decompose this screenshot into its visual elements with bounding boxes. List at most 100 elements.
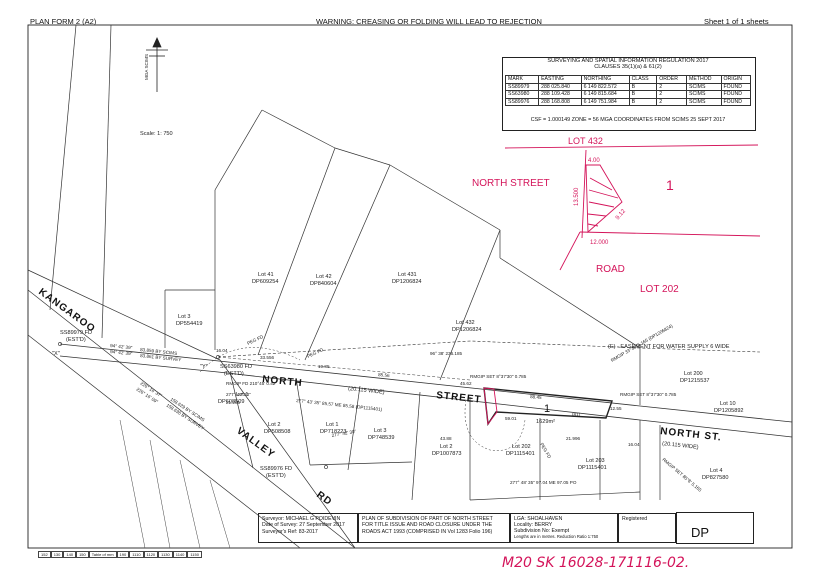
svg-text:DP1206824: DP1206824 xyxy=(452,327,482,333)
dist-8556: 85.56 xyxy=(378,372,390,378)
plan-frame xyxy=(27,24,793,549)
svg-text:DP1206824: DP1206824 xyxy=(392,279,422,285)
svg-text:Lot 203: Lot 203 xyxy=(586,458,605,464)
dist-3556: 33.556 xyxy=(260,355,274,360)
point-y-label: "Y" xyxy=(200,364,208,370)
svg-text:DP718223: DP718223 xyxy=(320,429,346,435)
svg-text:DP609254: DP609254 xyxy=(252,279,278,285)
svg-text:Lot 1: Lot 1 xyxy=(326,422,338,428)
north-street-band xyxy=(59,343,793,438)
svg-text:Lot 3: Lot 3 xyxy=(374,428,386,434)
svg-text:Lot 431: Lot 431 xyxy=(398,272,417,278)
svg-text:Lot 1: Lot 1 xyxy=(236,392,248,398)
rm-fd: RMGIP FD 210°45' 0.42 xyxy=(226,381,276,386)
dist-1985: 19.85 xyxy=(318,364,330,369)
ss89979-estd: (EST'D) xyxy=(66,337,86,343)
bearing-277: 277° 47' 20" xyxy=(226,392,251,397)
north-label: NORTH xyxy=(262,374,303,389)
svg-text:Lot 2: Lot 2 xyxy=(268,422,280,428)
svg-text:DP508508: DP508508 xyxy=(264,429,290,435)
dist-5901: 59.01 xyxy=(505,416,517,421)
survey-date: Date of Survey: 27 September 2017 xyxy=(262,522,345,529)
svg-text:Lot 3: Lot 3 xyxy=(178,314,190,320)
col-mark: MARK xyxy=(504,75,540,84)
scale-bar: 152 130 140 150 Table of mm 190 1110 112… xyxy=(38,551,202,558)
peg-2: PEG FD xyxy=(306,347,324,359)
sketch-lot432: LOT 432 xyxy=(568,136,603,146)
svg-text:Lot 202: Lot 202 xyxy=(512,444,531,450)
scale-label: Scale: 1: 750 xyxy=(140,131,173,137)
sketch-lot1: 1 xyxy=(666,177,674,193)
plan-desc-3: ROADS ACT 1993 (COMPRISED IN Vol 1283 Fo… xyxy=(362,528,493,535)
registered-block: Registered xyxy=(618,513,676,543)
peg-3: PEG FD xyxy=(539,442,552,460)
svg-text:DP608509: DP608509 xyxy=(218,399,244,405)
bearing-2: 94° 42' 39" xyxy=(110,349,133,356)
svg-text:DP840604: DP840604 xyxy=(310,281,336,287)
lot-1-area: 1629m² xyxy=(536,419,555,425)
dist-21205: 21.205 xyxy=(226,400,240,405)
svg-text:DP554419: DP554419 xyxy=(176,321,202,327)
marks-title-line2: CLAUSES 35(1)(a) & 61(2) xyxy=(594,64,662,70)
lengths-note: Lengths are in metres. Reduction Ratio 1… xyxy=(514,534,599,539)
dist-4562: 45.62 xyxy=(460,381,472,386)
plan-form-label: PLAN FORM 2 (A2) xyxy=(30,17,97,26)
subdivision-label: Subdivision No: Exempt xyxy=(514,528,570,534)
surveyor-block: Surveyor: MICHAEL G POIDEVIN Date of Sur… xyxy=(258,513,358,543)
distance-2: 83.861 BY SURVEY xyxy=(140,353,182,362)
dist-1604a: 16.04 xyxy=(216,348,228,353)
bearing-2773: 277° 42' 30" xyxy=(331,429,357,438)
svg-text:Lot 432: Lot 432 xyxy=(456,320,475,326)
surveyor-name: Surveyor: MICHAEL G POIDEVIN xyxy=(262,516,341,522)
dist-21996: 21.996 xyxy=(566,436,580,441)
ss89979-label: SS89979 FD xyxy=(60,330,92,336)
rm-set-2: RMGIP SET 8°37'30" 0.785 xyxy=(620,392,677,397)
col-northing: NORTHING xyxy=(580,75,630,84)
kangaroo-valley-road xyxy=(27,269,356,549)
lot-labels: Lot 3 DP554419 Lot 41 DP609254 Lot 42 DP… xyxy=(176,272,744,481)
marks-table-box xyxy=(502,57,756,131)
north-arrow-letters: MGA SCIMS xyxy=(144,54,149,80)
registered-label: Registered xyxy=(622,516,648,522)
sketch-dim-1: 4.00 xyxy=(588,158,600,164)
handwritten-reference: M20 SK 16028-171116-02. xyxy=(502,555,690,571)
parcels-south-west xyxy=(119,419,231,549)
dist-1604b: 16.04 xyxy=(628,442,640,447)
width-label-2: (20.115 WIDE) xyxy=(662,441,699,451)
easement-note: (E) - EASEMENT FOR WATER SUPPLY 6 WIDE xyxy=(608,344,730,350)
lot-boundaries-south xyxy=(229,371,661,501)
svg-text:Lot 42: Lot 42 xyxy=(316,274,332,280)
svg-text:DP1115401: DP1115401 xyxy=(506,451,535,457)
main-bearing: 277° 43' 35" 85.57 ME 85.58 (DP1115401) xyxy=(296,398,383,412)
col-class: CLASS xyxy=(628,75,658,84)
lot-boundaries-north xyxy=(49,24,641,405)
dist-81: (81) xyxy=(572,412,581,417)
kangaroo-label: KANGAROO xyxy=(36,287,97,336)
svg-text:DP827580: DP827580 xyxy=(702,475,728,481)
locality-label: Locality: BERRY xyxy=(514,522,553,528)
plan-description-block: PLAN OF SUBDIVISION OF PART OF NORTH STR… xyxy=(358,513,510,543)
bearing-1: 94° 42' 39" xyxy=(110,343,133,350)
marks-title: SURVEYING AND SPATIAL INFORMATION REGULA… xyxy=(502,58,754,70)
dist-1255: 12.55 xyxy=(610,406,622,411)
ss89976-label: SS89976 FD xyxy=(260,466,292,472)
sketch-lot202: LOT 202 xyxy=(640,284,679,295)
ss63980-estd: (EST'D) xyxy=(224,371,244,377)
easement-line xyxy=(217,340,761,358)
lga-block: LGA: SHOALHAVEN Locality: BERRY Subdivis… xyxy=(510,513,618,543)
rm-set-3: RMGIP 33°39' 5.165 (DP1206824) xyxy=(610,323,674,363)
dist-8845: 88.45 xyxy=(530,394,542,400)
col-order: ORDER xyxy=(656,75,687,84)
csf-note: CSF = 1.000149 ZONE = 56 MGA COORDINATES… xyxy=(530,117,726,123)
svg-text:DP1007873: DP1007873 xyxy=(432,451,462,457)
lot-1-number: 1 xyxy=(544,403,550,415)
surveyor-ref: Surveyor's Ref: 83-2017 xyxy=(262,528,318,535)
svg-text:Lot 41: Lot 41 xyxy=(258,272,274,278)
marks-table: MARK EASTING NORTHING CLASS ORDER METHOD… xyxy=(504,75,751,106)
radiation-arc xyxy=(464,399,526,451)
rm-set-4: RMGIP SET 85°8' 5.165 xyxy=(661,457,702,493)
sheet-number: Sheet 1 of 1 sheets xyxy=(704,17,769,26)
